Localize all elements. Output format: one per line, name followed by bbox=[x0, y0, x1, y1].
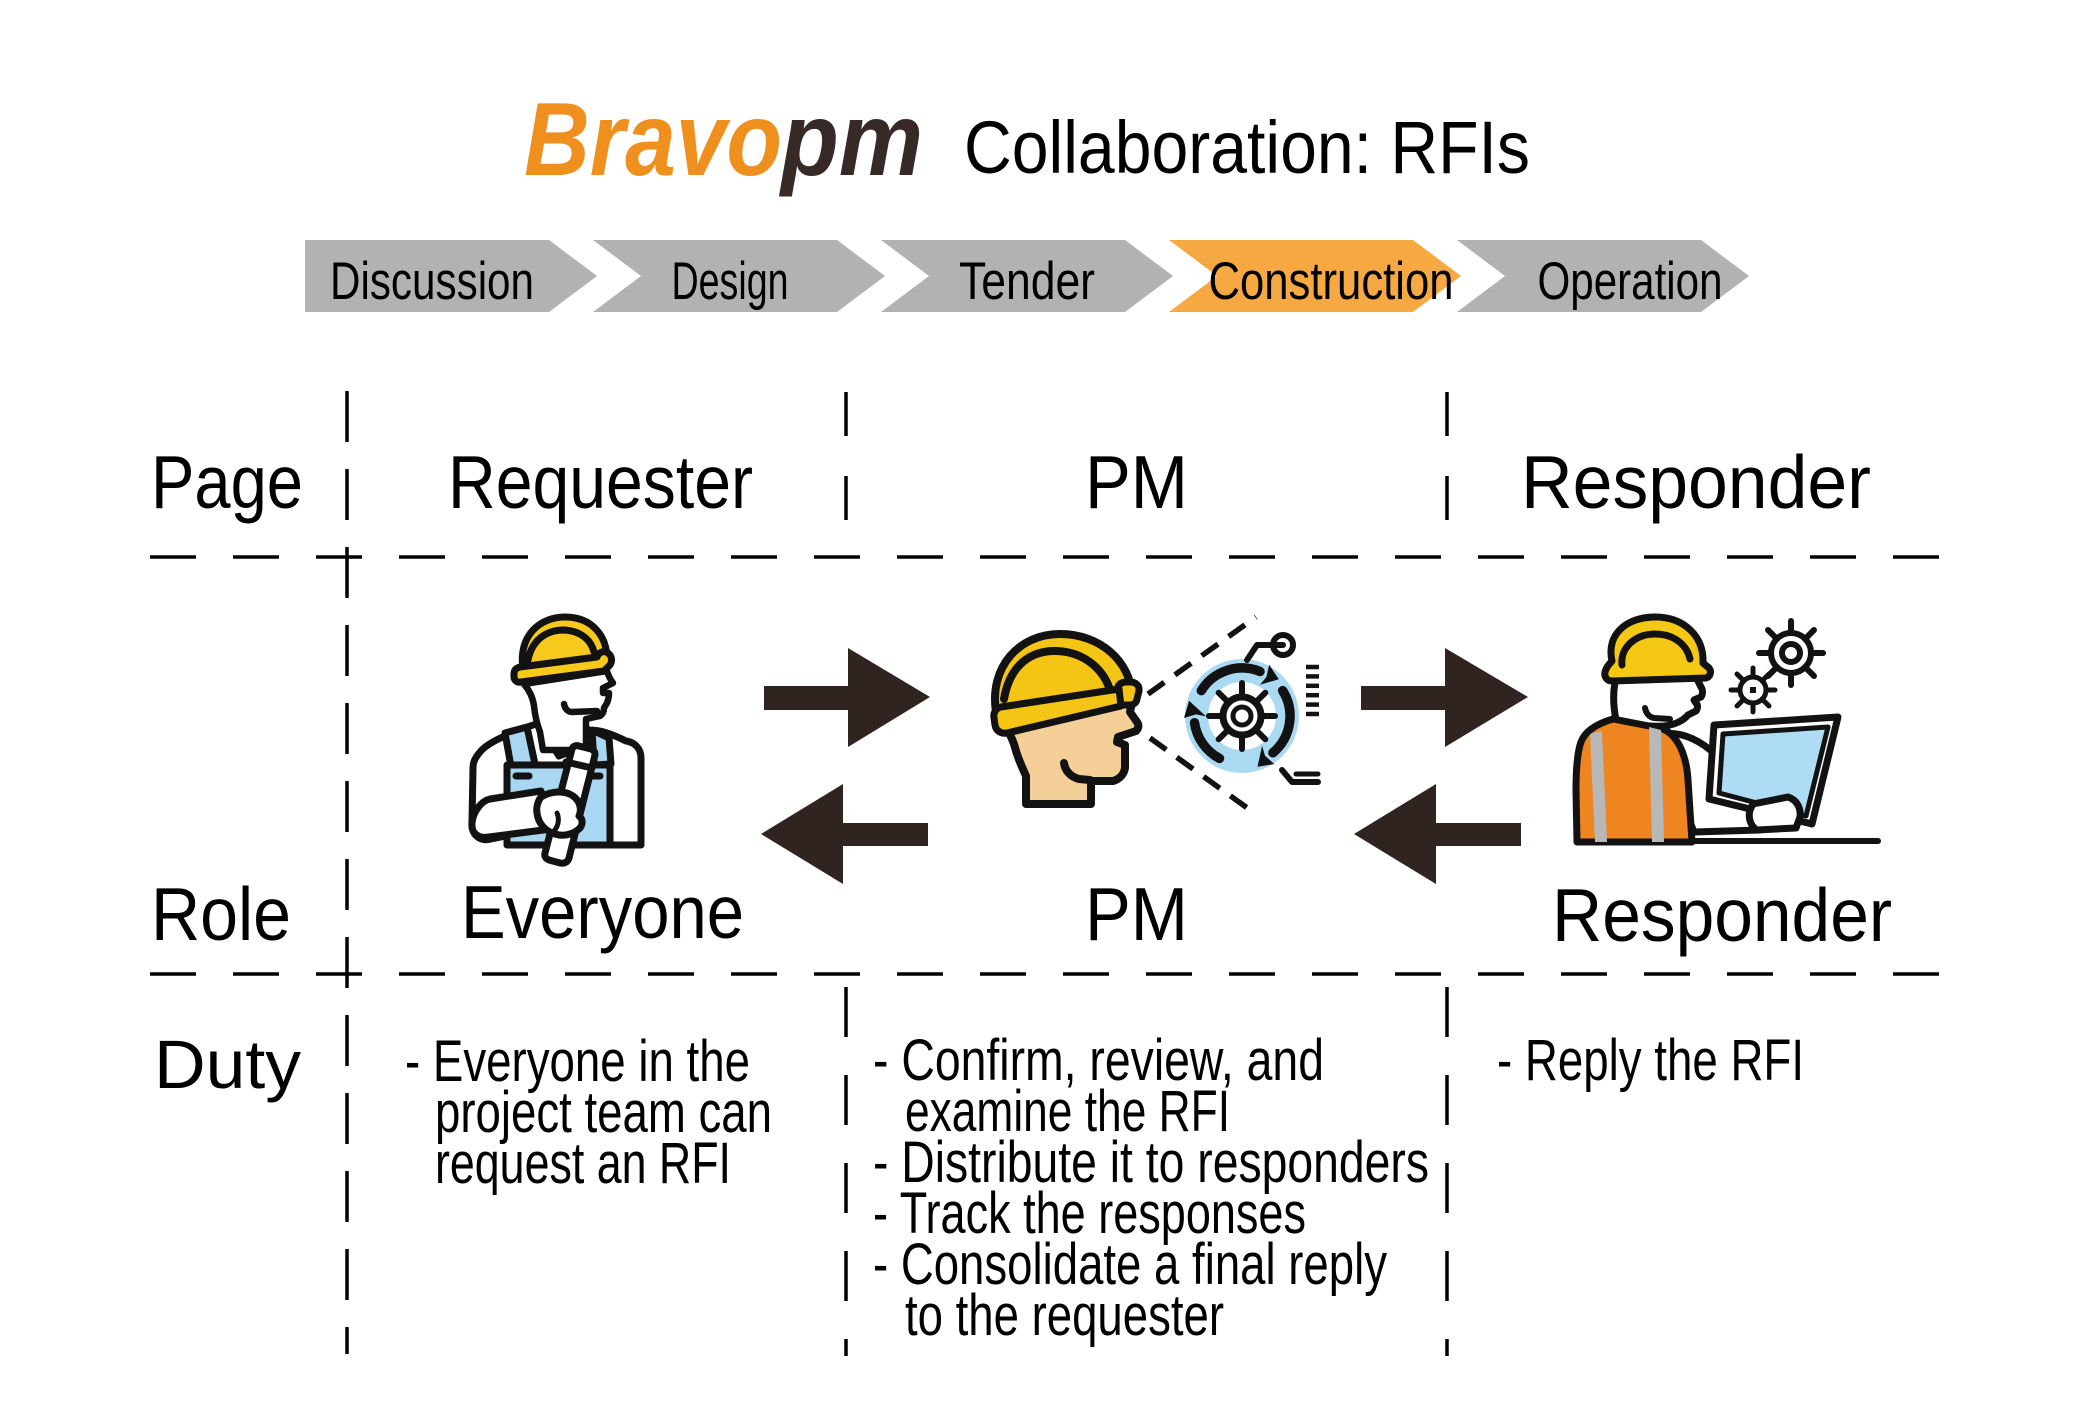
svg-text:Discussion: Discussion bbox=[330, 252, 534, 311]
svg-text:examine the RFI: examine the RFI bbox=[905, 1079, 1230, 1144]
svg-text:- Distribute it to responders: - Distribute it to responders bbox=[873, 1130, 1429, 1195]
svg-text:request an RFI: request an RFI bbox=[435, 1131, 731, 1196]
svg-text:PM: PM bbox=[1085, 440, 1188, 524]
svg-text:PM: PM bbox=[1085, 872, 1188, 956]
svg-text:Tender: Tender bbox=[959, 252, 1095, 311]
svg-text:Page: Page bbox=[151, 440, 303, 524]
svg-text:- Track the responses: - Track the responses bbox=[873, 1181, 1306, 1246]
svg-text:Everyone: Everyone bbox=[461, 870, 744, 954]
svg-text:- Reply the RFI: - Reply the RFI bbox=[1497, 1028, 1804, 1093]
svg-text:- Confirm, review, and: - Confirm, review, and bbox=[873, 1028, 1324, 1093]
svg-text:Responder: Responder bbox=[1552, 873, 1892, 957]
svg-text:Design: Design bbox=[672, 252, 789, 311]
svg-text:- Everyone in the: - Everyone in the bbox=[405, 1029, 750, 1094]
svg-text:Construction: Construction bbox=[1209, 252, 1454, 311]
svg-text:Role: Role bbox=[151, 872, 291, 956]
svg-text:Operation: Operation bbox=[1538, 252, 1723, 311]
svg-text:Requester: Requester bbox=[448, 440, 753, 524]
svg-text:Bravo: Bravo bbox=[524, 82, 782, 198]
svg-text:Collaboration: RFIs: Collaboration: RFIs bbox=[964, 106, 1530, 189]
svg-text:Responder: Responder bbox=[1521, 440, 1871, 524]
svg-text:to the requester: to the requester bbox=[905, 1283, 1224, 1348]
svg-text:- Consolidate a final reply: - Consolidate a final reply bbox=[873, 1232, 1387, 1297]
svg-text:Duty: Duty bbox=[154, 1026, 302, 1103]
svg-text:pm: pm bbox=[778, 82, 923, 198]
svg-text:project team can: project team can bbox=[435, 1080, 772, 1145]
